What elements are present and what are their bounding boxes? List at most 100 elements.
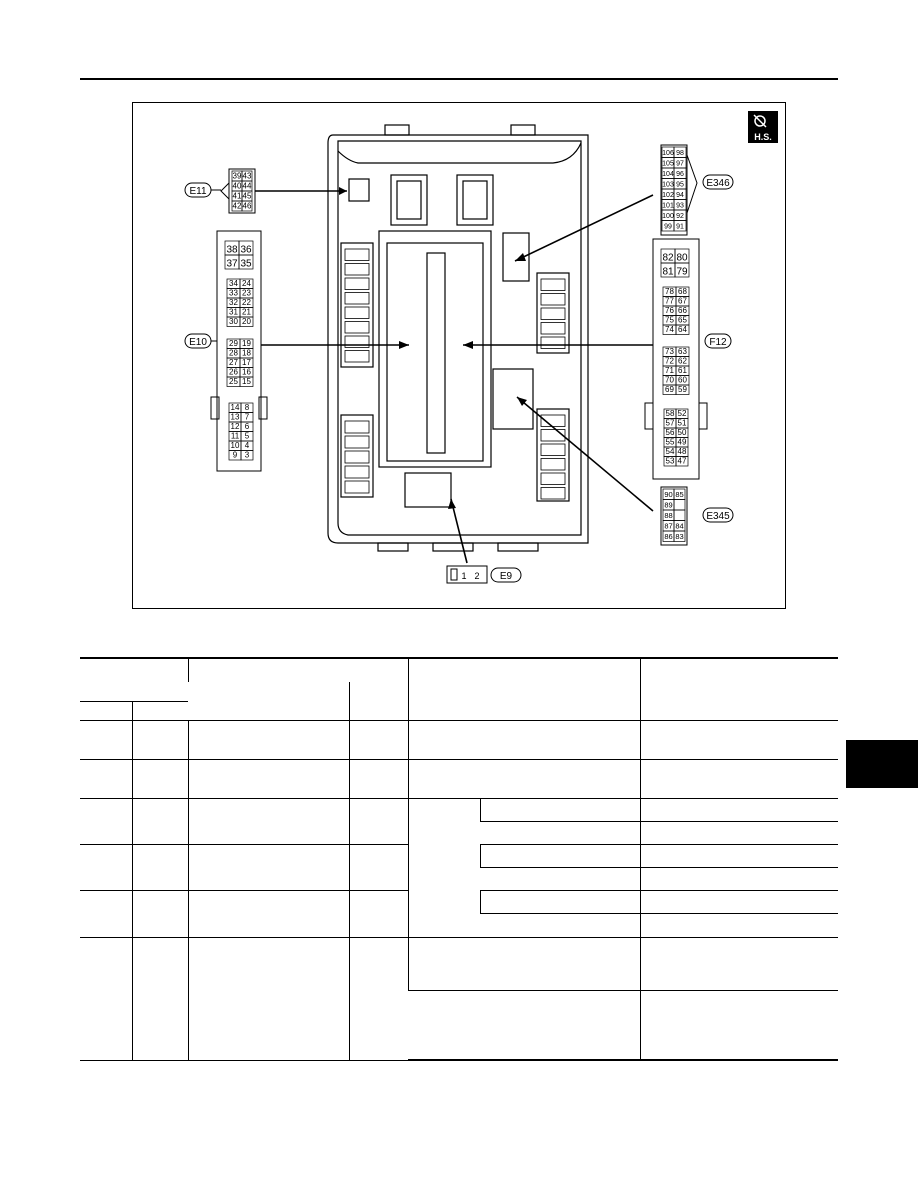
- cavity-slot: [344, 450, 370, 464]
- f12-pin-label: 48: [678, 447, 687, 456]
- e11-pin-label: 46: [243, 202, 252, 211]
- cavity-slot: [344, 350, 370, 363]
- f12-pin-label: 66: [678, 306, 687, 315]
- f12-pin-label: 60: [678, 376, 687, 385]
- cavity-slot: [344, 435, 370, 449]
- f12-pin-label: 54: [666, 447, 675, 456]
- ipdm-housing: [327, 124, 589, 552]
- f12-pin-label: 82: [662, 253, 674, 264]
- e10-pin-label: 21: [242, 308, 251, 317]
- f12-pin-label: 80: [676, 253, 688, 264]
- cavity-slot: [540, 293, 566, 306]
- table-row: [80, 720, 838, 760]
- f12-pin-label: 53: [666, 457, 675, 466]
- e346-pin-label: 105: [662, 161, 674, 168]
- e10-pin-label: 32: [229, 298, 238, 307]
- f12-pin-label: 67: [678, 297, 687, 306]
- e345-pin-label: 84: [675, 522, 683, 531]
- e10-pin-label: 11: [231, 432, 240, 441]
- f12-pin-label: 65: [678, 316, 687, 325]
- e10-pin-label: 7: [245, 413, 250, 422]
- e345-pin-label: 85: [675, 490, 683, 499]
- f12-pin-label: 63: [678, 347, 687, 356]
- table-row: [80, 844, 838, 891]
- cavity-slot: [540, 322, 566, 335]
- e10-pin-label: 25: [229, 377, 238, 386]
- table-row: [80, 890, 838, 938]
- table-row: [80, 798, 838, 938]
- f12-pin-label: 59: [678, 385, 687, 394]
- table-row: [80, 759, 838, 799]
- e10-pin-label: 4: [245, 441, 250, 450]
- cavity-slot: [540, 487, 566, 500]
- f12-pin-label: 50: [678, 428, 687, 437]
- e11-pin-label: 42: [233, 202, 242, 211]
- e10-pin-label: 9: [233, 451, 238, 460]
- e346-pin-label: 100: [662, 213, 674, 220]
- table-row: [80, 990, 838, 1061]
- e346-pin-label: 104: [662, 171, 674, 178]
- e10-cavity: [238, 254, 254, 270]
- e345-pin-label: 88: [664, 511, 672, 520]
- e346-pin-label: 103: [662, 182, 674, 189]
- e11-cavity: [241, 200, 253, 212]
- e10-pin-label: 19: [242, 339, 251, 348]
- f12-pin-label: 51: [678, 419, 687, 428]
- e11-pin-label: 41: [233, 192, 242, 201]
- e10-cavity: [240, 450, 254, 461]
- cavity-slot: [344, 465, 370, 479]
- e346-pin-label: 95: [676, 182, 684, 189]
- cavity-slot: [344, 292, 370, 305]
- f12-pin-label: 55: [666, 438, 675, 447]
- f12-pin-label: 62: [678, 357, 687, 366]
- f12-pin-label: 47: [678, 457, 687, 466]
- e345-pin-label: 83: [675, 532, 683, 541]
- f12-pin-label: 52: [678, 409, 687, 418]
- e345-cavity: [673, 499, 686, 511]
- cavity-slot: [540, 458, 566, 471]
- harness-side-icon: H.S.: [748, 111, 778, 143]
- e346-pin-label: 96: [676, 171, 684, 178]
- f12-cavity: [675, 324, 690, 335]
- f12-pin-label: 76: [665, 306, 674, 315]
- header-rule: [80, 78, 838, 80]
- diagram-canvas: H.S.: [184, 111, 778, 584]
- e10-pin-label: 23: [242, 289, 251, 298]
- cavity-slot: [540, 336, 566, 349]
- cavity-slot: [540, 429, 566, 442]
- e10-cavity: [239, 316, 254, 327]
- e345-pin-label: 90: [664, 490, 672, 499]
- e10-pin-label: 29: [229, 339, 238, 348]
- cavity-slot: [540, 472, 566, 485]
- e10-pin-label: 24: [242, 279, 251, 288]
- e10-pin-label: 22: [242, 298, 251, 307]
- f12-pin-label: 77: [665, 297, 674, 306]
- f12-pin-label: 74: [665, 325, 674, 334]
- cavity-slot: [344, 306, 370, 319]
- table-row: [80, 913, 838, 938]
- f12-pin-label: 78: [665, 287, 674, 296]
- f12-pin-label: 56: [666, 428, 675, 437]
- connector-e9: 1 2 E9: [446, 498, 522, 584]
- table-row: [80, 821, 838, 845]
- e345-cavity: [673, 530, 686, 542]
- e10-pin-label: 35: [240, 259, 252, 270]
- table-header-row: [80, 657, 838, 721]
- f12-cavity: [674, 262, 690, 278]
- e9-pin-1: 1: [461, 571, 466, 581]
- f12-pin-label: 81: [662, 267, 674, 278]
- e11-pin-label: 43: [243, 172, 252, 181]
- e346-pin-label: 98: [676, 150, 684, 157]
- e346-pin-label: 106: [662, 150, 674, 157]
- e10-pin-label: 17: [242, 358, 251, 367]
- table-row: [80, 867, 838, 891]
- f12-cavity: [675, 456, 689, 467]
- e9-tag: E9: [500, 571, 513, 582]
- e346-pin-label: 102: [662, 192, 674, 199]
- cavity-slot: [344, 480, 370, 494]
- connector-cavities: [344, 248, 566, 500]
